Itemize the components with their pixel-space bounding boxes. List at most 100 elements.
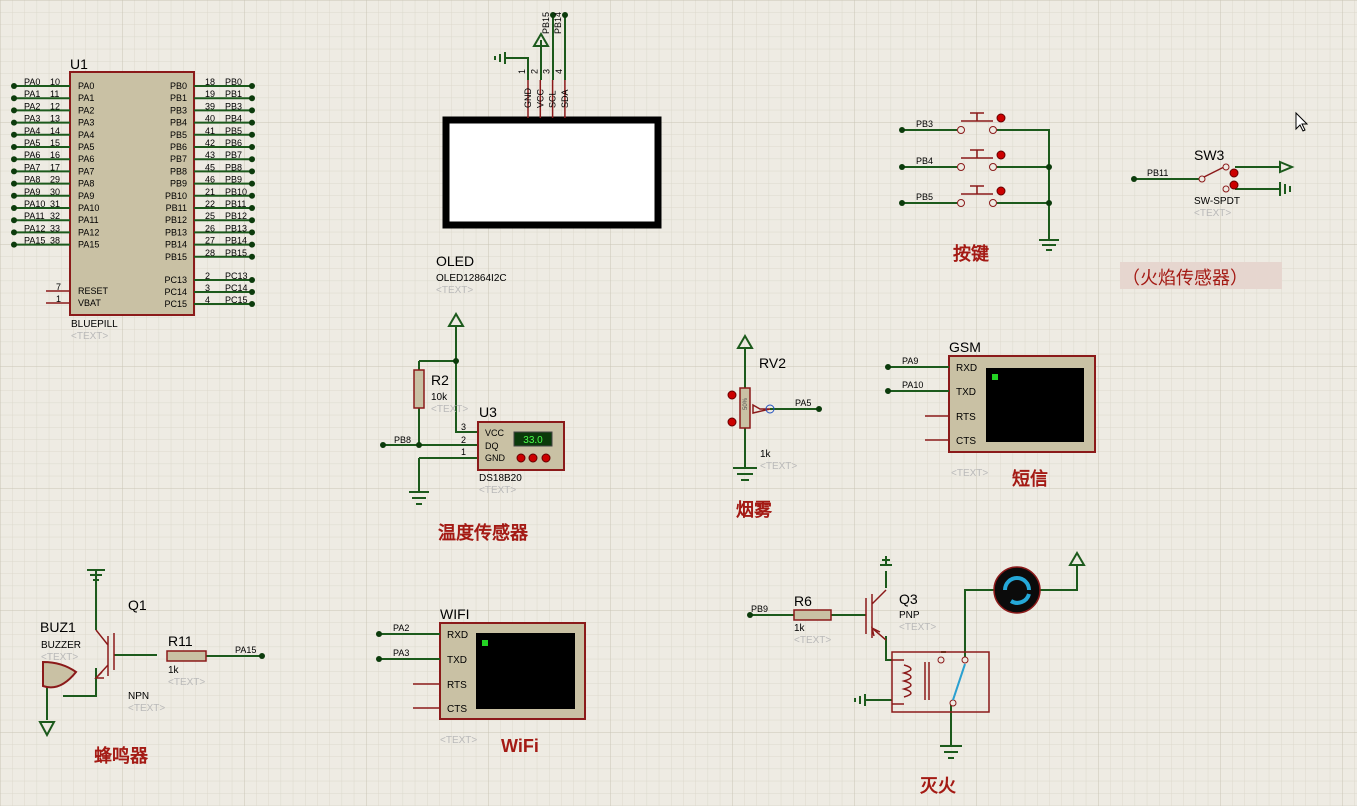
relay-body[interactable]: [891, 651, 990, 713]
power-symbol-q3: [880, 556, 892, 566]
smoke-sensor-circuit[interactable]: RV2 50% 1k <TEXT> PA5 烟雾: [727, 334, 822, 520]
oled-ref: OLED: [436, 253, 474, 269]
potentiometer-rv2[interactable]: [739, 387, 751, 429]
mcu-pin-name: PC15: [164, 299, 187, 309]
sw3-toggle-button-2[interactable]: [1229, 180, 1239, 190]
ds18b20-down-button[interactable]: [516, 453, 526, 463]
key-pb3[interactable]: [957, 112, 1006, 134]
mcu-pin-number: 10: [50, 77, 60, 87]
mcu-net-label: PA1: [24, 89, 40, 99]
mcu-pin-number: 18: [205, 77, 215, 87]
mcu-net-label: PB12: [225, 211, 247, 221]
gsm-net-txd: PA10: [902, 380, 923, 390]
oled-net-sda: PB14: [553, 12, 563, 34]
pot-down-button[interactable]: [727, 417, 737, 427]
push-buttons[interactable]: PB3 PB4 PB5 按键: [899, 112, 1059, 264]
sw3-part-label: SW-SPDT: [1194, 196, 1240, 207]
mcu-pin-name: PB9: [170, 179, 187, 189]
mcu-net-label: PA4: [24, 126, 40, 136]
power-symbol: [38, 721, 56, 738]
sw3-toggle-button[interactable]: [1229, 168, 1239, 178]
mcu-pin-name: PB0: [170, 81, 187, 91]
gsm-module[interactable]: GSM PA9 PA10 RXD TXD RTS CTS <TEXT> 短信: [885, 339, 1096, 489]
fire-suppression-circuit[interactable]: R6 1k <TEXT> Q3 PNP <TEXT> PB9 灭火: [747, 551, 1086, 796]
gsm-pin-txd: TXD: [956, 387, 976, 398]
mcu-pin-number: 42: [205, 138, 215, 148]
r6-value: 1k: [794, 623, 806, 634]
resistor-r6[interactable]: [793, 609, 832, 621]
buzzer-circuit[interactable]: BUZ1 BUZZER <TEXT> Q1 NPN <TEXT> R11 1k …: [38, 569, 265, 766]
smoke-caption: 烟雾: [736, 499, 773, 520]
key-pb5[interactable]: [957, 185, 1006, 207]
mcu-body[interactable]: [69, 71, 195, 316]
pot-up-button[interactable]: [727, 390, 737, 400]
mcu-pin-number: 4: [205, 295, 210, 305]
buzzer-symbol[interactable]: [42, 660, 78, 689]
mcu-pin-name: PB7: [170, 154, 187, 164]
mcu-pin-name: PA12: [78, 227, 99, 237]
rv2-knob-value: 50%: [743, 397, 749, 410]
mcu-net-label: PB3: [225, 101, 242, 111]
mcu-pin-number: 39: [205, 101, 215, 111]
mcu-pin-name: VBAT: [78, 298, 101, 308]
ds18b20-up-button[interactable]: [528, 453, 538, 463]
mcu-net-label: PA7: [24, 162, 40, 172]
mcu-net-label: PB14: [225, 236, 247, 246]
ground-symbol: [1279, 182, 1291, 196]
wifi-module[interactable]: WIFI PA2 PA3 RXD TXD RTS CTS <TEXT> WiFi: [376, 606, 586, 756]
flame-sensor-switch[interactable]: SW3 SW-SPDT <TEXT> PB11 （火焰传感器）: [1120, 147, 1295, 289]
mcu-pin-name: PA6: [78, 154, 94, 164]
ds18b20-toggle-button[interactable]: [541, 453, 551, 463]
temperature-sensor-circuit[interactable]: R2 10k <TEXT> PB8 U3 VCC DQ GND 3 2 1 33…: [380, 312, 565, 543]
resistor-r11[interactable]: [166, 650, 207, 662]
oled-screen[interactable]: [442, 116, 662, 229]
power-symbol: [1068, 551, 1086, 566]
key-pb4[interactable]: [957, 149, 1006, 171]
mcu-pin-name: PA11: [78, 215, 99, 225]
mcu-pin-name: PA3: [78, 118, 94, 128]
motor-symbol[interactable]: [993, 566, 1041, 614]
resistor-r2[interactable]: [413, 369, 425, 409]
